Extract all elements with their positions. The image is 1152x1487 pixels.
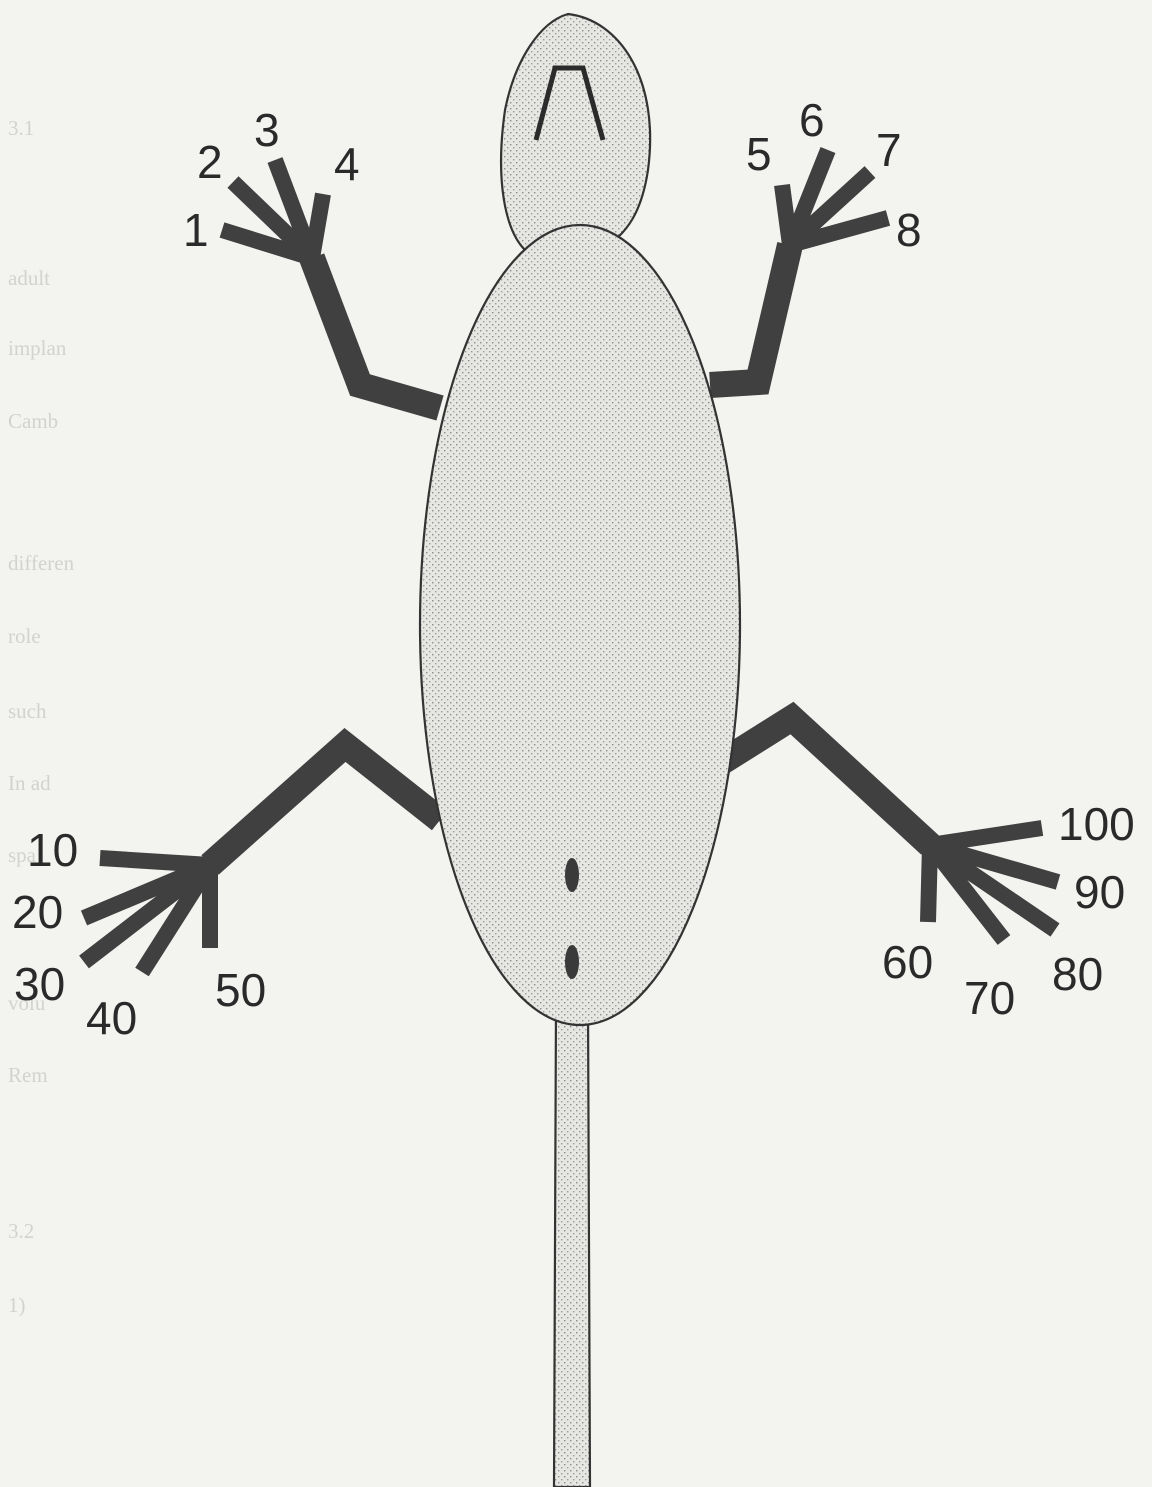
label-3: 3 xyxy=(254,104,280,156)
label-10: 10 xyxy=(27,824,78,876)
ghost-section-1: 3.1 xyxy=(8,116,34,140)
ghost-section-2: 3.2 xyxy=(8,1219,34,1243)
label-50: 50 xyxy=(215,964,266,1016)
ghost-list-item: 1) xyxy=(8,1293,26,1317)
ghost-word: In ad xyxy=(8,771,51,795)
genital-mark xyxy=(565,858,579,892)
left-forelimb xyxy=(312,258,440,408)
label-90: 90 xyxy=(1074,866,1125,918)
ghost-word: differen xyxy=(8,551,75,575)
label-4: 4 xyxy=(334,138,360,190)
ghost-word: role xyxy=(8,624,41,648)
label-60: 60 xyxy=(882,936,933,988)
digit-left-fore-4 xyxy=(312,194,323,258)
label-5: 5 xyxy=(746,128,772,180)
ghost-word: implan xyxy=(8,336,67,360)
ghost-word: Rem xyxy=(8,1063,48,1087)
label-100: 100 xyxy=(1058,798,1135,850)
label-2: 2 xyxy=(197,136,223,188)
ghost-word: Camb xyxy=(8,409,58,433)
label-1: 1 xyxy=(183,204,209,256)
right-hindlimb xyxy=(722,718,930,845)
label-30: 30 xyxy=(14,958,65,1010)
background-text: 3.1 adult implan Camb differen role such… xyxy=(8,116,75,1317)
label-8: 8 xyxy=(896,204,922,256)
label-20: 20 xyxy=(12,886,63,938)
label-6: 6 xyxy=(799,94,825,146)
digit-right-hind-100 xyxy=(930,828,1042,845)
tail xyxy=(554,1005,590,1487)
left-hindlimb xyxy=(210,745,440,865)
ghost-word: such xyxy=(8,699,47,723)
label-70: 70 xyxy=(964,972,1015,1024)
anal-mark xyxy=(565,945,579,979)
ghost-word: adult xyxy=(8,266,50,290)
label-80: 80 xyxy=(1052,948,1103,1000)
right-forelimb xyxy=(710,245,790,385)
label-40: 40 xyxy=(86,992,137,1044)
label-7: 7 xyxy=(876,124,902,176)
body xyxy=(420,225,740,1025)
head xyxy=(501,14,650,250)
